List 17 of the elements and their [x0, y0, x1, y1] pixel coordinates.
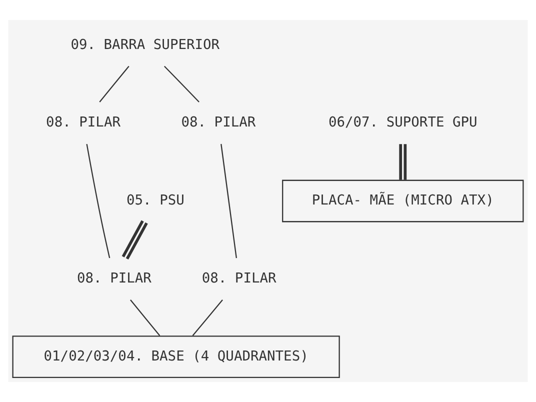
- connector: [164, 66, 200, 102]
- connector: [192, 300, 223, 336]
- connector: [86, 144, 110, 258]
- connector: [130, 300, 160, 336]
- node-text: 05. PSU: [126, 192, 184, 209]
- node-text: 08. PILAR: [76, 270, 152, 286]
- node-text: 08. PILAR: [202, 270, 276, 286]
- connector: [99, 66, 130, 102]
- node-text: 08. PILAR: [181, 114, 256, 131]
- node-box: 01/02/03/04. BASE (4 QUADRANTES): [12, 336, 340, 378]
- connector: [122, 220, 148, 260]
- node-box: PLACA- MÃE (MICRO ATX): [282, 180, 524, 222]
- node-text: 06/07. SUPORTE GPU: [328, 114, 478, 131]
- connector: [220, 144, 237, 258]
- connector: [399, 144, 407, 180]
- node-text: 08. PILAR: [46, 114, 120, 131]
- node-text: 09. BARRA SUPERIOR: [70, 36, 220, 53]
